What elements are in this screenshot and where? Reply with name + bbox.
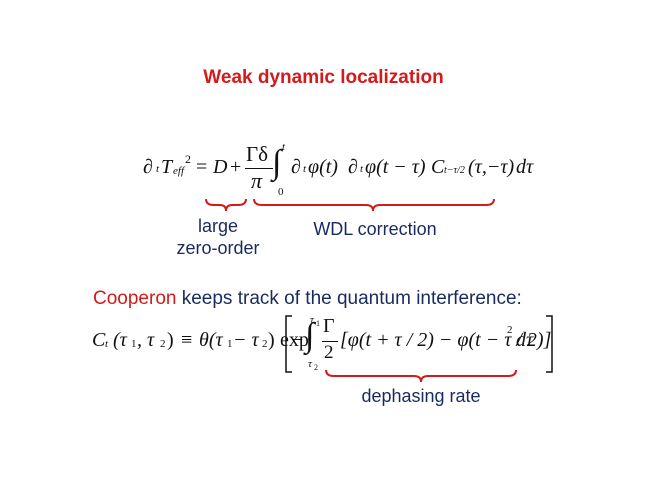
integral-sign: ∫ xyxy=(305,317,315,354)
phase-term: φ(t) xyxy=(308,156,338,178)
fraction-denominator: 2 xyxy=(324,342,334,363)
fraction-denominator: π xyxy=(251,168,263,193)
subscript: 2 xyxy=(262,338,268,350)
sentence-rest: keeps track of the quantum interference: xyxy=(176,288,522,309)
plus-sign: + xyxy=(230,156,242,178)
subscript: t xyxy=(360,163,364,175)
label-dephasing-rate: dephasing rate xyxy=(361,386,481,406)
argument-comma: , τ xyxy=(137,329,155,351)
fraction-numerator: Γ xyxy=(323,315,335,337)
fraction-numerator: Γδ xyxy=(246,142,269,166)
integral-lower-sub: 2 xyxy=(314,363,318,372)
subscript: t xyxy=(156,163,160,175)
fraction-bar xyxy=(322,341,338,342)
right-bracket xyxy=(546,315,553,373)
argument-close: ) xyxy=(167,329,174,351)
cooperon-highlight: Cooperon xyxy=(93,288,177,309)
argument-open: (τ xyxy=(113,329,127,351)
cooperon-symbol: C xyxy=(431,156,445,178)
subscript: t−τ/2 xyxy=(444,165,465,176)
theta-minus: − τ xyxy=(233,329,259,351)
partial-symbol: ∂ xyxy=(291,156,301,178)
variable: D xyxy=(213,156,228,178)
integral-upper-sub: 1 xyxy=(316,319,320,328)
minus-sign: − xyxy=(292,329,304,351)
equals-sign: = xyxy=(196,156,208,178)
partial-symbol: ∂ xyxy=(143,156,153,178)
subscript: t xyxy=(105,338,109,350)
cooperon-sentence: Cooperon keeps track of the quantum inte… xyxy=(93,288,522,310)
subscript: eff xyxy=(173,165,184,177)
integral-upper-limit: t xyxy=(282,141,286,153)
underbrace-wdl-correction xyxy=(253,198,495,212)
integral-lower-limit: τ xyxy=(308,358,312,370)
equivalence-sign: ≡ xyxy=(181,329,193,351)
subscript: 1 xyxy=(131,338,137,350)
left-bracket xyxy=(285,315,292,373)
exponent: 2 xyxy=(507,324,513,336)
label-zero-order: zero-order xyxy=(176,238,260,258)
subscript: t xyxy=(303,163,307,175)
phase-difference: [φ(t + τ / 2) − φ(t − τ / 2)] xyxy=(340,329,552,351)
label-large: large xyxy=(197,216,239,236)
integral-upper-limit: τ xyxy=(310,314,314,326)
cooperon-symbol: C xyxy=(92,329,106,351)
theta-close: ) xyxy=(268,329,275,351)
cooperon-arguments: (τ,−τ) xyxy=(468,156,515,178)
subscript: 2 xyxy=(160,338,166,350)
fraction-bar xyxy=(245,168,273,169)
slide-title: Weak dynamic localization xyxy=(203,67,444,88)
theta-function: θ(τ xyxy=(199,329,223,351)
subscript: 1 xyxy=(227,338,233,350)
exponent: 2 xyxy=(185,152,191,166)
underbrace-large-zero-order xyxy=(205,198,247,212)
variable: T xyxy=(161,156,173,178)
integral-sign: ∫ xyxy=(272,144,282,181)
differential: dτ xyxy=(516,329,534,351)
exp-function: exp xyxy=(280,329,309,351)
label-wdl-correction: WDL correction xyxy=(313,219,437,239)
integral-lower-limit: 0 xyxy=(278,186,284,198)
underbrace-dephasing-rate xyxy=(325,369,517,383)
phase-term: φ(t − τ) xyxy=(365,156,426,178)
differential: dτ xyxy=(516,156,534,178)
partial-symbol: ∂ xyxy=(348,156,358,178)
